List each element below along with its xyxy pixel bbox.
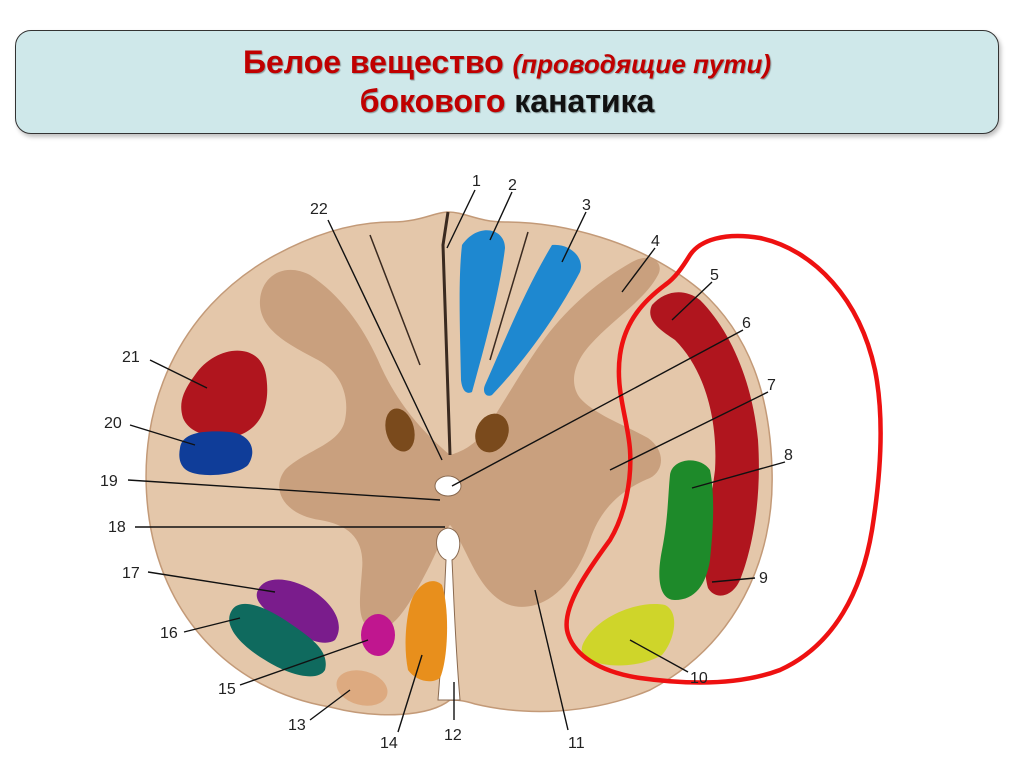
nucleus-left [385, 408, 415, 452]
leader-20 [129, 424, 196, 446]
gray-matter [259, 257, 662, 631]
label-9: 9 [759, 570, 768, 587]
label-6: 6 [742, 315, 751, 332]
leader-4 [621, 247, 656, 293]
leader-16 [183, 617, 241, 633]
label-4: 4 [651, 233, 660, 250]
title-line-2: бокового канатика [16, 83, 998, 119]
tract-3-cuneatus [483, 244, 581, 396]
label-2: 2 [508, 177, 517, 194]
tract-10 [581, 604, 675, 666]
nucleus-right [475, 413, 509, 453]
leader-8 [691, 461, 786, 489]
tract-13 [336, 670, 388, 706]
leader-17 [147, 571, 276, 593]
label-7: 7 [767, 377, 776, 394]
leader-1 [446, 189, 476, 249]
label-8: 8 [784, 447, 793, 464]
tract-8 [659, 460, 714, 600]
leader-22 [327, 219, 443, 461]
tract-5 [650, 292, 759, 596]
label-16: 16 [160, 625, 178, 642]
leader-6 [451, 329, 744, 487]
leader-7 [609, 391, 769, 471]
leader-9 [711, 577, 756, 583]
leader-21 [149, 359, 208, 389]
title-box: Белое вещество (проводящие пути) боковог… [15, 30, 999, 134]
posterior-intermediate-septum-left [369, 234, 421, 366]
title-white-matter: Белое вещество [242, 44, 504, 80]
leader-10 [629, 639, 689, 673]
label-11: 11 [568, 735, 585, 752]
leader-11 [534, 589, 569, 731]
label-22: 22 [310, 201, 328, 218]
lateral-funiculus-highlight [564, 233, 883, 685]
label-18: 18 [108, 519, 126, 536]
leader-2 [489, 191, 513, 241]
label-10: 10 [690, 670, 708, 687]
label-19: 19 [100, 473, 118, 490]
label-14: 14 [380, 735, 398, 752]
leader-19 [127, 479, 441, 501]
tract-21 [181, 350, 268, 437]
label-20: 20 [104, 415, 122, 432]
label-3: 3 [582, 197, 591, 214]
label-21: 21 [122, 349, 140, 366]
tract-16 [229, 603, 326, 677]
label-1: 1 [472, 173, 481, 190]
label-13: 13 [288, 717, 306, 734]
leader-14 [397, 654, 423, 733]
posterior-median-septum [441, 211, 452, 456]
label-5: 5 [710, 267, 719, 284]
central-canal [434, 475, 462, 497]
tract-15 [361, 614, 395, 656]
title-line-1: Белое вещество (проводящие пути) [16, 43, 998, 83]
tract-2-gracilis [459, 230, 505, 393]
title-conducting-paths: (проводящие пути) [512, 49, 772, 79]
tract-14 [405, 581, 448, 682]
label-15: 15 [218, 681, 236, 698]
label-12: 12 [444, 727, 462, 744]
leader-3 [561, 211, 587, 263]
tract-17 [256, 579, 339, 643]
posterior-intermediate-septum-right [489, 231, 529, 361]
label-17: 17 [122, 565, 140, 582]
leader-13 [309, 689, 351, 721]
title-lateral: бокового [359, 83, 506, 119]
leader-5 [671, 281, 713, 321]
leader-15 [239, 639, 369, 686]
title-funiculus: канатика [514, 83, 655, 119]
tract-20 [179, 431, 253, 476]
